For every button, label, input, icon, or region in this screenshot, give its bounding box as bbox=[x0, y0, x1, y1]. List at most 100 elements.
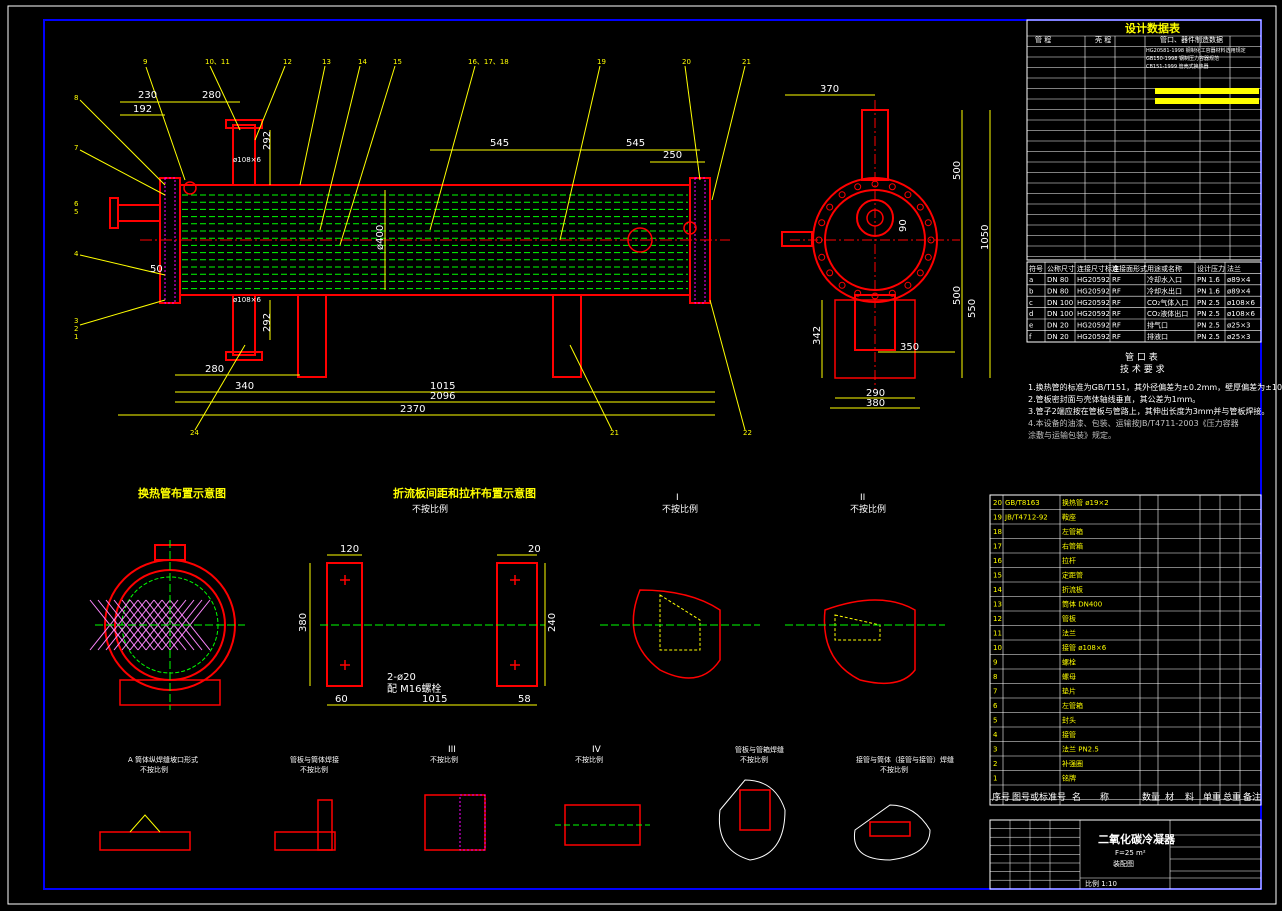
part-name: 定距管 bbox=[1062, 571, 1083, 580]
svg-text:1: 1 bbox=[74, 333, 78, 341]
vent-marker bbox=[183, 181, 197, 195]
parts-header-cell: 名 bbox=[1072, 791, 1081, 803]
part-number: 18 bbox=[993, 528, 1002, 536]
dim-292-bottom: 292 bbox=[262, 313, 273, 332]
baffle-title: 折流板间距和拉杆布置示意图 bbox=[393, 486, 536, 500]
nozzle-header: 符号 bbox=[1029, 264, 1043, 273]
nozzle-cell: c bbox=[1029, 299, 1033, 307]
part-number: 2 bbox=[993, 760, 997, 768]
parts-header-cell: 总重 bbox=[1223, 791, 1241, 803]
parts-header-cell: 材 bbox=[1165, 791, 1174, 803]
part-name: 补强圈 bbox=[1062, 759, 1083, 768]
nozzle-cell: HG20592 bbox=[1077, 322, 1110, 330]
part-name: 管板 bbox=[1062, 614, 1076, 623]
dim-500-bottom: 500 bbox=[952, 286, 963, 305]
part-name: 拉杆 bbox=[1062, 556, 1076, 565]
dim-350: 350 bbox=[900, 342, 919, 353]
parts-header-cell: 称 bbox=[1100, 791, 1109, 803]
svg-text:19: 19 bbox=[597, 58, 606, 66]
svg-text:2: 2 bbox=[74, 325, 78, 333]
end-dimension-lines bbox=[785, 94, 991, 409]
tube-layout-section: 换热管布置示意图 bbox=[89, 486, 245, 710]
nozzle-cell: RF bbox=[1112, 310, 1121, 318]
nozzle-header: 设计压力 bbox=[1197, 264, 1225, 273]
part-name: 筒体 DN400 bbox=[1062, 600, 1102, 609]
nozzle-cell: 排液口 bbox=[1147, 332, 1168, 341]
part-number: 3 bbox=[993, 746, 997, 754]
dim-340: 340 bbox=[235, 381, 254, 392]
tube-bundle bbox=[182, 194, 688, 290]
part-number: 17 bbox=[993, 543, 1002, 551]
svg-text:3: 3 bbox=[74, 317, 78, 325]
scale-text: 比例 1:10 bbox=[1085, 879, 1117, 888]
nozzle-cell: ø108×6 bbox=[1227, 310, 1256, 318]
drawing-sub2: 装配图 bbox=[1113, 859, 1134, 868]
svg-text:8: 8 bbox=[74, 94, 78, 102]
detail-5-nts: 不按比例 bbox=[740, 755, 768, 764]
drawing-subtitle: F=25 m² bbox=[1115, 849, 1146, 857]
baffle-dim-58: 58 bbox=[518, 694, 531, 705]
part-name: 法兰 bbox=[1062, 629, 1076, 638]
nozzle-cell: ø89×4 bbox=[1227, 276, 1251, 284]
nozzle-cell: PN 2.5 bbox=[1197, 322, 1220, 330]
parts-header-cell: 图号或标准号 bbox=[1012, 791, 1066, 803]
svg-text:22: 22 bbox=[743, 429, 752, 437]
right-saddle bbox=[552, 294, 582, 378]
detail-3-nts: 不按比例 bbox=[430, 755, 458, 764]
svg-text:24: 24 bbox=[190, 429, 199, 437]
svg-text:5: 5 bbox=[74, 208, 78, 216]
detail-6-nts: 不按比例 bbox=[880, 765, 908, 774]
detail-3-label: III bbox=[448, 745, 456, 755]
detail-2-label: II bbox=[860, 493, 865, 503]
nozzle-cell: RF bbox=[1112, 333, 1121, 341]
weld-2-nts: 不按比例 bbox=[300, 765, 328, 774]
bottom-nozzle-flange bbox=[225, 351, 263, 361]
design-head-shell: 壳 程 bbox=[1095, 35, 1111, 44]
svg-text:12: 12 bbox=[283, 58, 292, 66]
part-name: 接管 bbox=[1062, 730, 1076, 739]
nozzle-header: 法兰 bbox=[1227, 264, 1241, 273]
nozzle-cell: PN 2.5 bbox=[1197, 310, 1220, 318]
part-name: 左管箱 bbox=[1062, 527, 1083, 536]
part-number: 19 bbox=[993, 514, 1002, 522]
dim-500-top: 500 bbox=[952, 161, 963, 180]
nozzle-d-marker bbox=[627, 227, 653, 253]
svg-text:21: 21 bbox=[610, 429, 619, 437]
weld-details: A 筒体纵焊缝坡口形式 不按比例 管板与筒体焊接 不按比例 III 不按比例 I… bbox=[99, 745, 954, 861]
nozzle-header: 公称尺寸 bbox=[1047, 264, 1075, 273]
nozzle-cell: HG20592 bbox=[1077, 299, 1110, 307]
dim-342: 342 bbox=[812, 326, 823, 345]
parts-header-cell: 序号 bbox=[992, 791, 1010, 803]
baffle-dim-bolts: 配 M16螺栓 bbox=[387, 682, 442, 695]
part-name: 接管 ø108×6 bbox=[1062, 643, 1107, 652]
dim-550: 550 bbox=[967, 299, 978, 318]
left-saddle bbox=[297, 294, 327, 378]
svg-text:10、11: 10、11 bbox=[205, 58, 230, 66]
tech-line-3: 3.管子2端应按在管板与管路上，其伸出长度为3mm并与管板焊接。 bbox=[1028, 406, 1269, 416]
tech-line-1: 1.换热管的标准为GB/T151，其外径偏差为±0.2mm，壁厚偏差为±10%。 bbox=[1028, 382, 1282, 392]
nozzle-cell: DN 20 bbox=[1047, 322, 1069, 330]
nozzle-cell: DN 80 bbox=[1047, 287, 1069, 295]
nozzle-cell: DN 100 bbox=[1047, 299, 1073, 307]
weld-2-title: 管板与筒体焊接 bbox=[290, 755, 339, 764]
part-name: 螺母 bbox=[1062, 672, 1076, 681]
end-side-nozzle bbox=[781, 231, 813, 247]
part-name: 左管箱 bbox=[1062, 701, 1083, 710]
dim-370: 370 bbox=[820, 84, 839, 95]
nozzle-cell: HG20592 bbox=[1077, 333, 1110, 341]
tech-line-5: 涂敷与运输包装》规定。 bbox=[1028, 430, 1116, 440]
dim-292-top: 292 bbox=[262, 131, 273, 150]
nozzle-cell: HG20592 bbox=[1077, 287, 1110, 295]
nozzle-cell: CO₂气体入口 bbox=[1147, 298, 1188, 307]
dim-1015: 1015 bbox=[430, 381, 455, 392]
part-standard: JB/T4712-92 bbox=[1004, 514, 1048, 522]
nozzle-cell: ø25×3 bbox=[1227, 322, 1251, 330]
svg-text:14: 14 bbox=[358, 58, 367, 66]
baffle-dim-240: 240 bbox=[547, 613, 558, 632]
dim-290: 290 bbox=[866, 388, 885, 399]
baffle-dim-1015: 1015 bbox=[422, 694, 447, 705]
dim-280-top: 280 bbox=[202, 90, 221, 101]
part-name: 垫片 bbox=[1062, 687, 1076, 696]
